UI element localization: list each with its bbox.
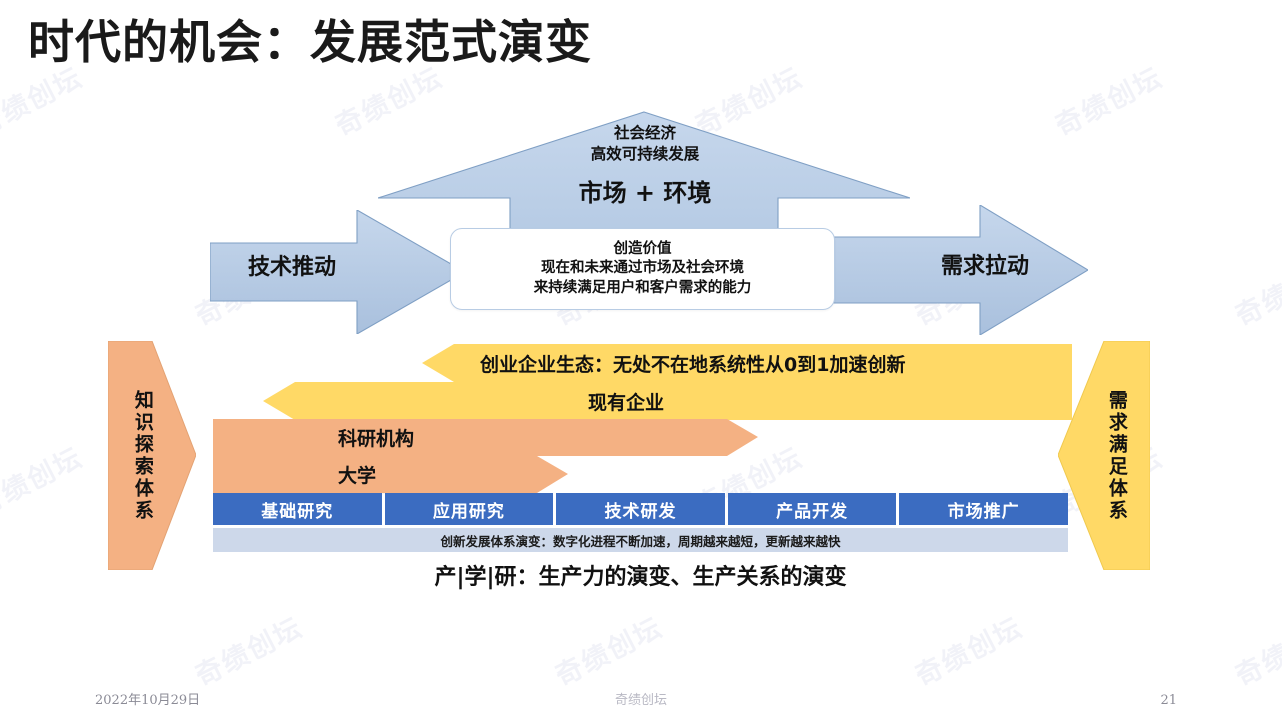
watermark-text: 奇绩创坛: [910, 612, 1029, 693]
band-university-shape: [213, 456, 568, 493]
stage-row: 基础研究 应用研究 技术研发 产品开发 市场推广: [213, 493, 1068, 525]
page-title: 时代的机会：发展范式演变: [28, 15, 592, 69]
watermark-text: 奇绩创坛: [1050, 62, 1169, 143]
demand-pull-arrow-shape: [829, 204, 1090, 336]
watermark-text: 奇绩创坛: [1230, 612, 1282, 693]
footer-date: 2022年10月29日: [95, 693, 201, 708]
value-creation-box: [450, 228, 835, 310]
band-startup-ecosystem-shape: [422, 344, 1072, 382]
watermark-text: 奇绩创坛: [550, 612, 669, 693]
knowledge-exploration-arrow-shape: [107, 340, 197, 571]
band-existing-enterprise-shape: [263, 382, 1072, 420]
watermark-text: 奇绩创坛: [1230, 252, 1282, 333]
watermark-text: 奇绩创坛: [0, 442, 89, 523]
stage-market-promotion[interactable]: 市场推广: [899, 493, 1068, 525]
bottom-caption: 产|学|研：生产力的演变、生产关系的演变: [434, 565, 847, 590]
watermark-text: 奇绩创坛: [190, 612, 309, 693]
tech-push-arrow-shape: [209, 209, 467, 335]
footer-page-number: 21: [1160, 693, 1177, 708]
band-research-institute-shape: [213, 419, 758, 456]
stage-tech-rnd[interactable]: 技术研发: [556, 493, 725, 525]
evolution-note-bar: 创新发展体系演变：数字化进程不断加速，周期越来越短，更新越来越快: [213, 528, 1068, 552]
footer-brand: 奇绩创坛: [614, 693, 667, 708]
stage-basic-research[interactable]: 基础研究: [213, 493, 382, 525]
stage-product-dev[interactable]: 产品开发: [727, 493, 897, 525]
stage-applied-research[interactable]: 应用研究: [384, 493, 554, 525]
